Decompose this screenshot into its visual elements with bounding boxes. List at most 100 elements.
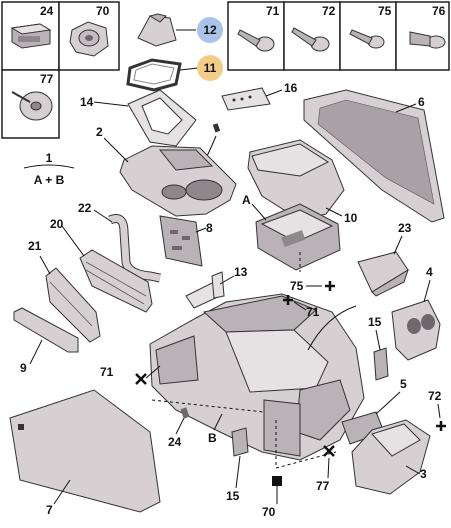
bracket-13-part	[185, 271, 225, 309]
arc-6	[307, 305, 357, 351]
storage-tray-part	[255, 203, 341, 271]
leader-71a	[293, 301, 307, 311]
plus-marker-71a	[283, 295, 293, 305]
callout-11-circle	[197, 55, 223, 81]
clip-15b-part	[231, 427, 249, 457]
leader-16	[265, 89, 283, 97]
lower-side-panel-part	[9, 389, 161, 513]
label-15a: 15	[368, 315, 382, 329]
leader-10	[325, 207, 343, 217]
leader-15b	[235, 455, 241, 489]
box-77-label: 77	[40, 72, 54, 86]
air-duct-21-part	[45, 267, 101, 343]
box-24-label: 24	[40, 4, 54, 18]
label-14: 14	[80, 95, 94, 109]
label-77: 77	[316, 479, 330, 493]
box-75-label: 75	[378, 4, 392, 18]
label-24: 24	[168, 435, 182, 449]
label-6: 6	[418, 95, 425, 109]
bracket-23-part	[357, 251, 409, 297]
screw-icon-72	[291, 27, 330, 52]
leader-20	[61, 225, 85, 257]
leader-71b	[145, 365, 161, 379]
switch-panel-part	[212, 87, 271, 133]
leader-15a	[375, 329, 381, 351]
assembly-formula: 1 A + B	[23, 151, 75, 187]
plus-marker-75	[325, 281, 335, 291]
console-body-part	[149, 293, 365, 461]
box-76-label: 76	[432, 4, 446, 18]
leader-14	[93, 101, 129, 107]
label-75: 75	[290, 279, 304, 293]
leader-21	[39, 255, 51, 275]
nut-icon	[69, 21, 109, 57]
label-7: 7	[46, 503, 53, 517]
leader-5	[375, 391, 401, 415]
label-8: 8	[206, 221, 213, 235]
leader-8	[195, 227, 207, 233]
leader-11	[179, 67, 199, 71]
x-marker-77	[323, 445, 335, 457]
air-duct-20-part	[79, 249, 153, 313]
label-72: 72	[428, 389, 442, 403]
label-16: 16	[284, 81, 298, 95]
label-71a: 71	[306, 305, 320, 319]
gear-boot-part	[137, 13, 177, 47]
label-71b: 71	[100, 365, 114, 379]
leader-22	[93, 209, 113, 223]
label-A: A	[242, 193, 251, 207]
leader-3	[405, 465, 421, 475]
fastener-box-group-right: 71 72 75 76	[227, 1, 450, 71]
dash-bottom-right	[275, 451, 337, 469]
circuit-board-part	[159, 215, 203, 267]
formula-brace	[23, 164, 75, 169]
rear-vent-part	[391, 299, 441, 361]
fastener-box-group-left: 24 70 77	[1, 1, 120, 139]
label-21: 21	[28, 239, 42, 253]
label-10: 10	[344, 211, 358, 225]
leader-B	[213, 413, 223, 431]
label-15b: 15	[226, 489, 240, 503]
leader-72	[437, 403, 441, 419]
label-13: 13	[234, 265, 248, 279]
box-71	[227, 1, 285, 71]
label-2: 2	[96, 125, 103, 139]
side-strip-part	[13, 307, 79, 353]
x-marker-71b	[135, 373, 147, 385]
box-72	[283, 1, 341, 71]
shifter-bezel-part	[127, 89, 197, 147]
leader-A	[251, 203, 267, 221]
callout-12-circle	[197, 17, 223, 43]
callout-12-label: 12	[203, 23, 217, 37]
washer-screw-icon	[11, 91, 53, 121]
armrest-lid-part	[247, 139, 345, 221]
box-72-label: 72	[322, 4, 336, 18]
leader-24	[175, 417, 185, 435]
clip-icon	[10, 23, 52, 49]
upper-trim-part	[119, 145, 237, 217]
label-22: 22	[78, 201, 92, 215]
leader-2	[103, 137, 129, 163]
leader-6	[395, 103, 417, 113]
label-4: 4	[426, 265, 433, 279]
label-9: 9	[20, 361, 27, 375]
leader-7	[53, 479, 71, 505]
leader-9	[29, 339, 43, 365]
dash-left	[151, 399, 265, 413]
label-23: 23	[398, 221, 412, 235]
box-71-label: 71	[266, 4, 280, 18]
label-70: 70	[262, 505, 276, 519]
clip-24-part	[180, 407, 190, 419]
duct-tube-part	[108, 214, 161, 283]
label-B: B	[208, 431, 217, 445]
label-20: 20	[50, 217, 64, 231]
formula-bottom-label: A + B	[34, 173, 65, 187]
box-70-label: 70	[96, 4, 110, 18]
formula-top-label: 1	[46, 151, 53, 165]
square-marker-70	[272, 476, 282, 486]
callout-11-label: 11	[204, 61, 217, 75]
screw-icon-71	[237, 29, 275, 52]
side-panel-part	[303, 89, 445, 223]
leader-23	[393, 235, 403, 255]
